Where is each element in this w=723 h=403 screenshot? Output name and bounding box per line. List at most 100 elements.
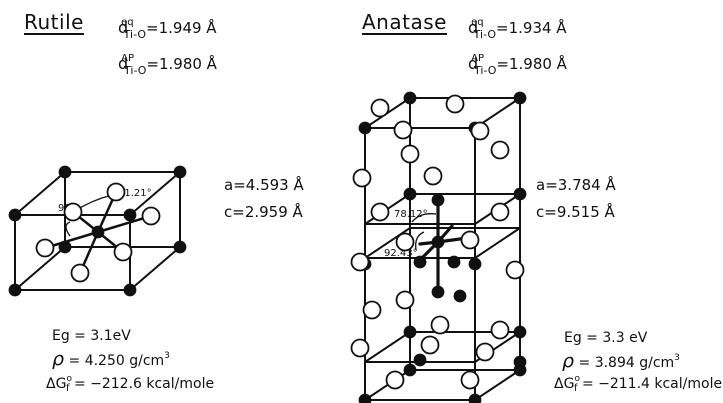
rutile-dg-sub: f <box>65 383 70 394</box>
rutile-density: ρ = 4.250 g/cm3 <box>52 348 170 370</box>
anatase-d-eq-sup: eq <box>471 17 484 28</box>
titanium-atom <box>403 325 417 339</box>
anatase-d-ap-value: =1.980 Å <box>496 55 567 73</box>
oxygen-atom <box>35 238 55 258</box>
anatase-dg-sub: f <box>573 383 578 394</box>
rutile-d-eq-value: =1.949 Å <box>146 19 217 37</box>
titanium-atom <box>403 91 417 105</box>
oxygen-atom <box>475 342 495 362</box>
oxygen-atom <box>470 121 490 141</box>
oxygen-atom <box>113 242 133 262</box>
oxygen-atom <box>141 206 161 226</box>
oxygen-atom <box>430 315 450 335</box>
titanium-atom <box>431 235 445 249</box>
titanium-atom <box>8 283 22 297</box>
oxygen-atom <box>350 252 370 272</box>
rutile-lattice-c: c=2.959 Å <box>224 203 303 221</box>
titanium-atom <box>413 353 427 367</box>
rutile-title: Rutile <box>24 10 84 34</box>
anatase-d-eq-value: =1.934 Å <box>496 19 567 37</box>
titanium-atom <box>358 121 372 135</box>
oxygen-atom <box>370 98 390 118</box>
anatase-d-ap: dAPTi-O=1.980 Å <box>468 53 567 77</box>
cell-edge <box>129 246 181 291</box>
rutile-d-ap: dAPTi-O=1.980 Å <box>118 53 217 77</box>
oxygen-atom <box>400 144 420 164</box>
rutile-d-ap-symbol: d <box>118 54 129 73</box>
rutile-d-ap-sup: AP <box>121 53 135 64</box>
titanium-atom <box>173 240 187 254</box>
rutile-dg-prefix: ΔG <box>46 376 67 392</box>
oxygen-atom <box>393 120 413 140</box>
titanium-atom <box>453 289 467 303</box>
cell-edge <box>474 227 521 259</box>
anatase-angle-label-2: 92.43° <box>384 248 418 259</box>
anatase-d-ap-symbol: d <box>468 54 479 73</box>
titanium-atom <box>91 225 105 239</box>
titanium-atom <box>58 165 72 179</box>
rutile-dg-sup: o <box>66 374 72 384</box>
oxygen-atom <box>395 290 415 310</box>
rutile-d-eq-sup: eq <box>121 17 134 28</box>
anatase-rho-symbol: ρ <box>562 350 575 372</box>
oxygen-atom <box>106 182 126 202</box>
titanium-atom <box>513 325 527 339</box>
oxygen-atom <box>445 94 465 114</box>
titanium-atom <box>513 187 527 201</box>
rutile-d-ap-value: =1.980 Å <box>146 55 217 73</box>
rutile-angle-arc-2 <box>65 221 71 237</box>
rutile-d-eq-sub: Ti-O <box>123 28 147 41</box>
anatase-d-ap-sub: Ti-O <box>474 64 497 77</box>
anatase-d-ap-sup: AP <box>471 53 485 64</box>
anatase-d-eq-sub: Ti-O <box>473 28 497 41</box>
cell-edge <box>364 331 411 363</box>
rutile-angle-label-1: 81.21° <box>118 188 152 199</box>
rutile-d-eq: deqTi-O=1.949 Å <box>118 17 217 41</box>
titanium-atom <box>8 208 22 222</box>
oxygen-atom <box>420 335 440 355</box>
titanium-atom <box>403 187 417 201</box>
cell-edge <box>14 246 66 291</box>
anatase-d-eq: deqTi-O=1.934 Å <box>468 17 567 41</box>
rutile-unit-cell <box>8 165 187 297</box>
titanium-atom <box>431 193 445 207</box>
titanium-atom <box>413 255 427 269</box>
anatase-d-eq-symbol: d <box>468 18 479 37</box>
titanium-atom <box>447 255 461 269</box>
anatase-band-gap: Eg = 3.3 eV <box>564 330 648 346</box>
oxygen-atom <box>423 166 443 186</box>
anatase-dg-value: = −211.4 kcal/mole <box>581 376 723 392</box>
anatase-title: Anatase <box>362 10 447 34</box>
anatase-gibbs-energy: ΔGof = −211.4 kcal/mole <box>554 374 723 394</box>
anatase-lattice-a: a=3.784 Å <box>536 176 616 194</box>
anatase-angle-arc-1 <box>411 213 437 223</box>
oxygen-atom <box>490 140 510 160</box>
oxygen-atom <box>370 202 390 222</box>
oxygen-atom <box>490 320 510 340</box>
titanium-atom <box>123 208 137 222</box>
anatase-lattice-c: c=9.515 Å <box>536 203 615 221</box>
cell-edge <box>474 369 521 401</box>
oxygen-atom <box>460 370 480 390</box>
anatase-dg-sup: o <box>574 374 580 384</box>
anatase-rho-value: = 3.894 g/cm <box>578 355 675 371</box>
oxygen-atom <box>63 202 83 222</box>
rutile-rho-unit-sup: 3 <box>164 351 170 361</box>
oxygen-atom <box>70 263 90 283</box>
rutile-d-ap-sub: Ti-O <box>124 64 147 77</box>
cell-edge <box>14 171 66 216</box>
rutile-dg-value: = −212.6 kcal/mole <box>73 376 215 392</box>
anatase-unit-cell <box>350 91 527 403</box>
titanium-atom <box>468 257 482 271</box>
titanium-atom <box>431 285 445 299</box>
titanium-atom <box>58 240 72 254</box>
oxygen-atom <box>350 338 370 358</box>
cell-edge <box>129 171 181 216</box>
rutile-rho-value: = 4.250 g/cm <box>68 353 165 369</box>
rutile-rho-symbol: ρ <box>52 348 65 370</box>
anatase-dg-prefix: ΔG <box>554 376 575 392</box>
anatase-density: ρ = 3.894 g/cm3 <box>562 350 680 372</box>
titanium-atom <box>173 165 187 179</box>
titanium-atom <box>358 393 372 403</box>
